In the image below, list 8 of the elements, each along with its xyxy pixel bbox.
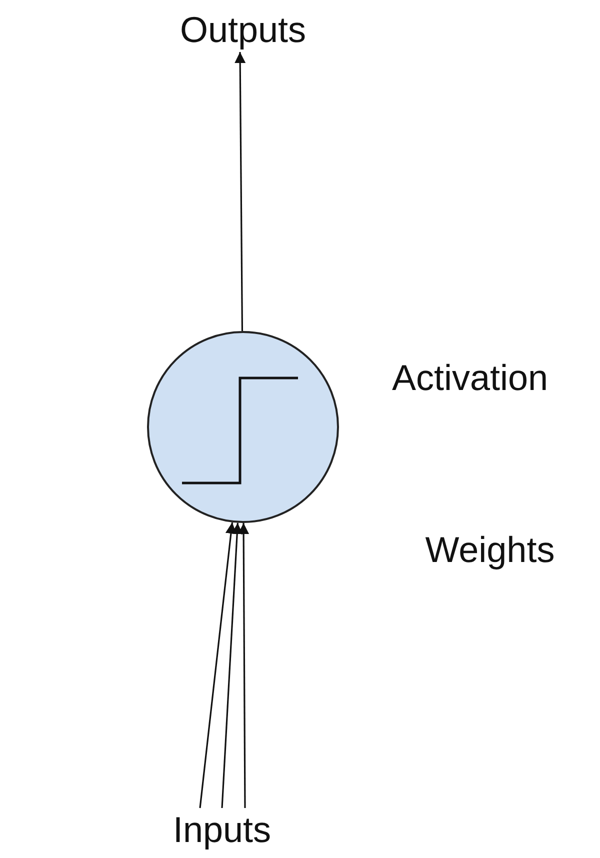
text-label: Outputs: [160, 8, 326, 52]
text-label: Inputs: [155, 808, 289, 852]
arrow: [234, 52, 246, 332]
label: Weights: [425, 529, 555, 571]
label: Activation: [392, 357, 548, 399]
arrow: [238, 523, 250, 808]
arrow: [199, 522, 237, 808]
arrow: [221, 522, 243, 808]
